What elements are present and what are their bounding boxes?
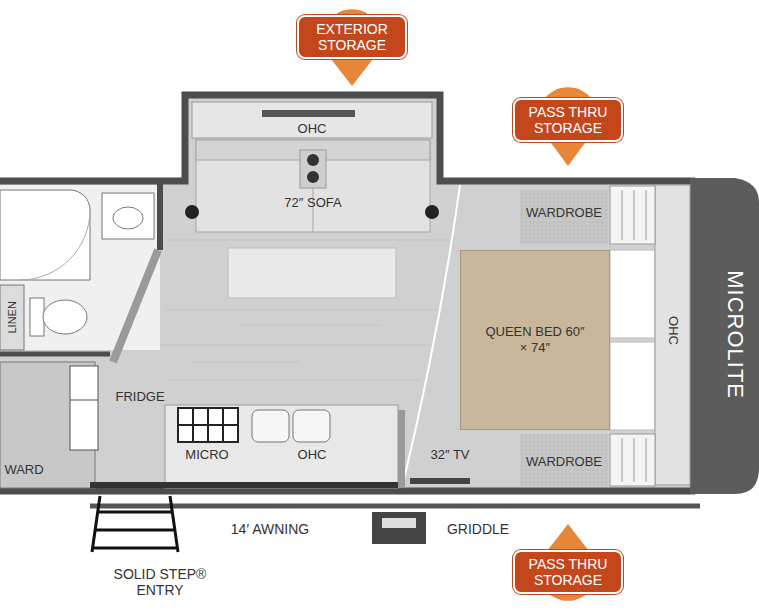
cabinet-label: OHC — [298, 448, 327, 463]
speaker — [425, 205, 439, 219]
tv — [410, 478, 470, 484]
front-cap — [690, 178, 759, 494]
counter — [165, 405, 398, 488]
wardrobe-label: WARD — [4, 463, 43, 478]
wall — [157, 181, 163, 250]
bathroom-floor — [0, 185, 160, 350]
storage-callout: PASS THRU STORAGE — [513, 550, 623, 594]
node-text: QUEEN BED 60″ × 74″ — [485, 324, 585, 357]
linen-closet — [0, 285, 24, 350]
toilet-tank — [30, 298, 44, 336]
entry-label: SOLID STEP® ENTRY — [105, 566, 215, 598]
brand-logo: MICROLITE — [722, 271, 747, 400]
node-text: PASS THRU STORAGE — [524, 104, 612, 136]
table — [228, 248, 396, 298]
sink-bowl — [293, 410, 330, 442]
speaker — [185, 205, 199, 219]
door-swing — [402, 185, 460, 488]
storage-callout: EXTERIOR STORAGE — [297, 15, 407, 59]
appliance-label: FRIDGE — [115, 390, 164, 405]
toilet — [43, 300, 87, 334]
pillow — [610, 342, 655, 430]
sofa-label: 72″ SOFA — [284, 196, 341, 211]
fridge — [70, 366, 98, 450]
nightstand — [610, 186, 655, 486]
overhead-cabinet — [192, 102, 432, 138]
stove — [178, 408, 238, 442]
bed: QUEEN BED 60″ × 74″ — [460, 250, 610, 430]
counter-front — [90, 482, 398, 488]
sink-bowl — [252, 410, 289, 442]
awning-label: 14′ AWNING — [231, 521, 309, 537]
awning — [90, 504, 700, 509]
griddle — [372, 512, 426, 544]
node-text: EXTERIOR STORAGE — [308, 21, 396, 53]
console — [300, 150, 326, 188]
wardrobe-rug — [520, 190, 608, 244]
cabinet-label: OHC — [665, 316, 680, 345]
step — [92, 496, 178, 552]
partition — [398, 410, 405, 488]
basin — [113, 207, 143, 229]
shower — [0, 190, 90, 280]
appliance-label: MICRO — [185, 448, 228, 463]
shower-door — [20, 210, 90, 280]
wall — [0, 95, 695, 491]
window — [262, 110, 355, 117]
node-text: PASS THRU STORAGE — [524, 556, 612, 588]
wardrobe-label: WARDROBE — [526, 206, 602, 221]
closet-label: LINEN — [6, 301, 19, 333]
nightstand-slats — [622, 190, 646, 482]
wall — [0, 352, 110, 357]
sofa — [196, 140, 430, 232]
tv-label: 32″ TV — [430, 448, 469, 463]
cup-holder — [307, 154, 319, 166]
pillow — [610, 250, 655, 338]
wardrobe-label: WARDROBE — [526, 455, 602, 470]
griddle-top — [382, 518, 416, 528]
cabinet-label: OHC — [298, 122, 327, 137]
headboard-cabinet — [655, 185, 690, 485]
fridge-line — [70, 400, 98, 401]
storage-callout: PASS THRU STORAGE — [513, 98, 623, 142]
stove-grate — [178, 408, 238, 442]
wardrobe-rug — [520, 434, 608, 486]
door — [113, 250, 158, 362]
sink — [102, 193, 154, 239]
griddle-label: GRIDDLE — [447, 521, 509, 537]
cup-holder — [307, 171, 319, 183]
